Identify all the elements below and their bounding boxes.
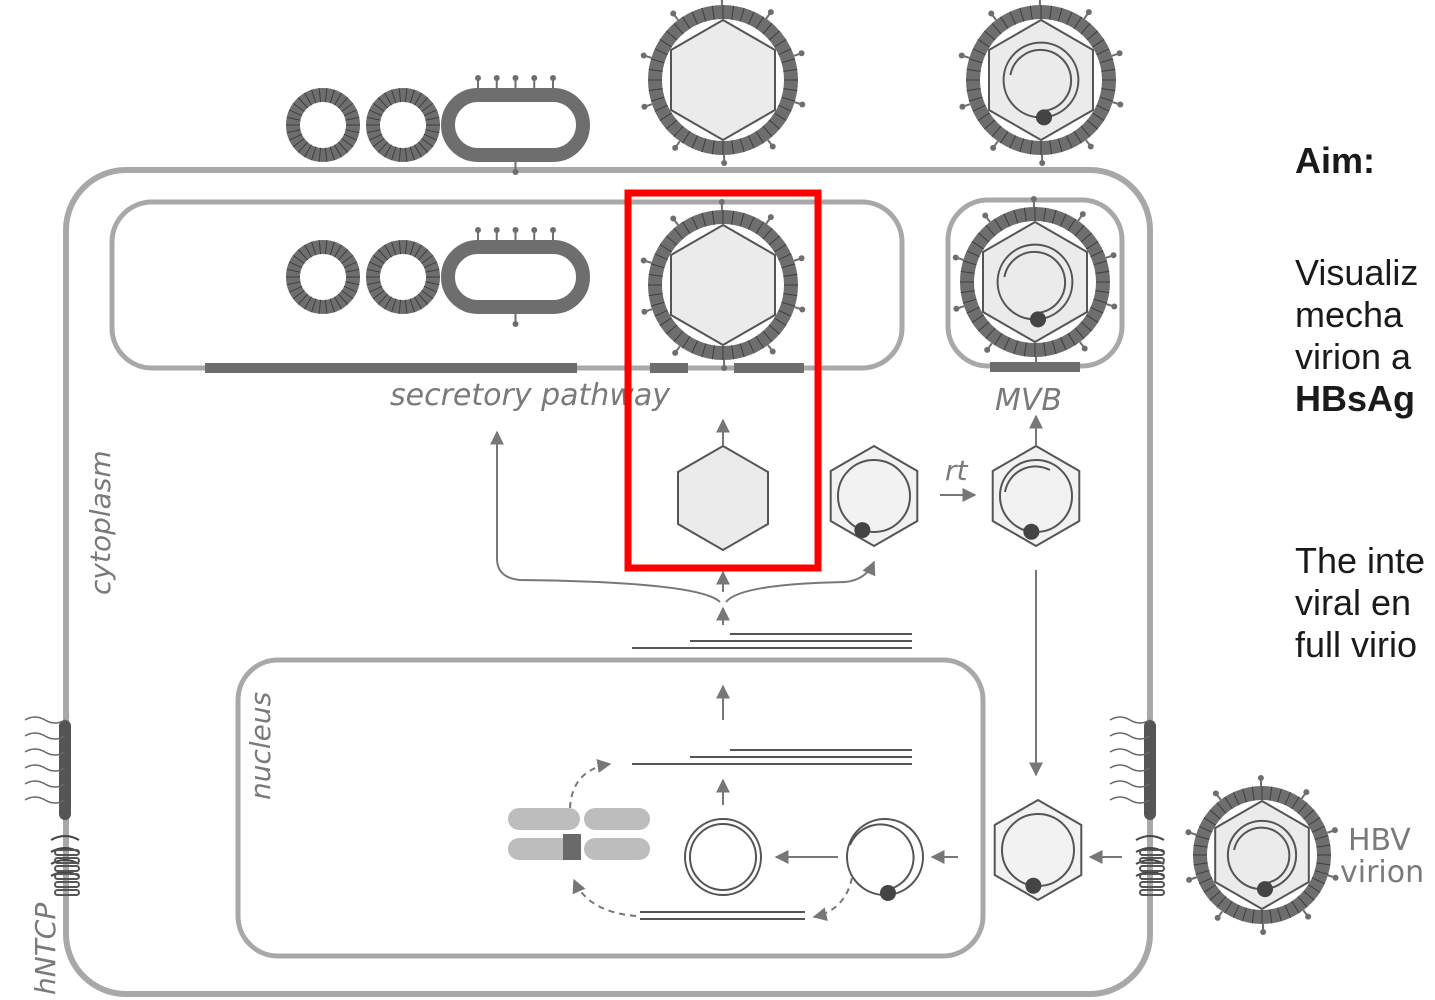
secretory-compartment: [112, 202, 902, 368]
full-virion-extracellular: [959, 0, 1124, 166]
subviral-spheres-extracellular: [286, 88, 440, 162]
hbv-virion-outside: [1185, 775, 1338, 935]
hntcp-receptor-left: [25, 717, 79, 895]
hntcp-receptor-right: [1110, 717, 1164, 895]
aim-paragraph-1-line3: virion a: [1295, 336, 1411, 378]
rcdna-circle: [847, 819, 923, 901]
aim-paragraph-1-line4: HBsAg: [1295, 378, 1415, 420]
empty-virion-secretory: [641, 199, 806, 371]
empty-virion-extracellular: [641, 0, 806, 166]
hbv-virion-label-line2: virion: [1340, 855, 1424, 890]
transcripts-cytoplasm: [632, 634, 912, 648]
rt-label: rt: [945, 454, 969, 487]
nucleus-label: nucleus: [244, 692, 277, 800]
aim-heading: Aim:: [1295, 140, 1375, 182]
aim-paragraph-2-line3: full virio: [1295, 624, 1417, 666]
dna-capsid: [993, 446, 1080, 546]
empty-capsid: [678, 446, 768, 550]
cccdna-circle: [685, 819, 761, 895]
mvb-label: MVB: [995, 383, 1062, 418]
aim-paragraph-1-line2: mecha: [1295, 294, 1403, 336]
integrated-dna-lines: [640, 912, 805, 919]
hbv-virion-label-line1: HBV: [1348, 823, 1411, 858]
hntcp-label: hNTCP: [29, 903, 62, 995]
subviral-filament-extracellular: [448, 75, 583, 175]
subviral-filament-secretory: [448, 227, 583, 327]
pgrna-capsid: [831, 446, 918, 546]
full-virion-mvb: [953, 196, 1118, 368]
aim-paragraph-1-line1: Visualiz: [1295, 252, 1418, 294]
cytoplasm-label: cytoplasm: [84, 450, 117, 595]
incoming-capsid: [995, 800, 1082, 900]
aim-paragraph-2-line2: viral en: [1295, 582, 1411, 624]
transcripts-nucleus: [632, 750, 912, 764]
subviral-spheres-secretory: [286, 240, 440, 314]
aim-paragraph-2-line1: The inte: [1295, 540, 1425, 582]
chromosome-icon: [508, 808, 650, 860]
